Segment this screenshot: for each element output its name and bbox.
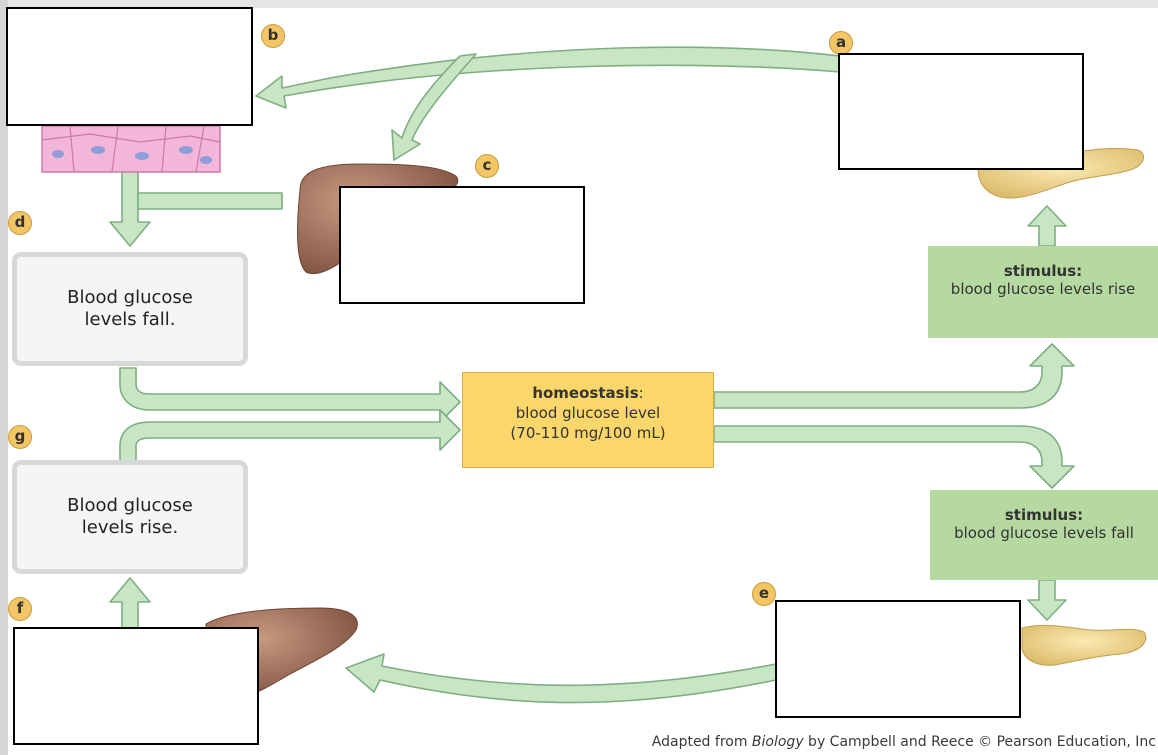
homeostasis-line2: (70-110 mg/100 mL) xyxy=(510,424,666,442)
stimulus-fall-text: blood glucose levels fall xyxy=(954,524,1134,542)
blank-answer-box-b xyxy=(6,7,253,126)
arrow-stimulus-to-pancreas-top xyxy=(1027,205,1067,247)
source-credit: Adapted from Biology by Campbell and Ree… xyxy=(500,734,1156,750)
pancreas-illustration-bottom xyxy=(1021,624,1147,666)
label-d: d xyxy=(8,211,32,235)
label-e: e xyxy=(752,582,776,606)
label-g: g xyxy=(8,425,32,449)
box-blood-glucose-rise: Blood glucose levels rise. xyxy=(12,460,248,574)
credit-book: Biology xyxy=(751,734,804,750)
stimulus-rise-text: blood glucose levels rise xyxy=(950,280,1136,298)
homeostasis-colon: : xyxy=(638,384,644,402)
arrow-stimulus-to-pancreas-bottom xyxy=(1027,579,1067,621)
blank-answer-box-c xyxy=(339,186,585,304)
credit-suffix: by Campbell and Reece © Pearson Educatio… xyxy=(803,734,1156,750)
label-b: b xyxy=(261,24,285,48)
blank-answer-box-e xyxy=(775,600,1021,718)
box-blood-glucose-fall: Blood glucose levels fall. xyxy=(12,252,248,366)
label-a: a xyxy=(829,31,853,55)
arrow-liver-join xyxy=(137,192,283,210)
stimulus-rise-box: stimulus: blood glucose levels rise xyxy=(928,246,1158,338)
blank-answer-box-a xyxy=(838,53,1084,170)
arrow-tissue-down xyxy=(109,169,151,247)
homeostasis-line1: blood glucose level xyxy=(515,404,661,422)
arrow-fall-to-homeostasis xyxy=(119,367,461,423)
arrow-glucagon-to-liver xyxy=(345,653,777,704)
credit-prefix: Adapted from xyxy=(651,734,752,750)
label-c: c xyxy=(475,154,499,178)
stimulus-rise-title: stimulus: xyxy=(1003,262,1083,280)
arrow-liver-up xyxy=(109,577,151,629)
arrow-insulin-to-liver xyxy=(391,53,477,161)
homeostasis-box: homeostasis: blood glucose level (70-110… xyxy=(462,372,714,468)
arrow-homeostasis-to-stimulus-fall xyxy=(713,425,1075,489)
top-border xyxy=(0,0,1158,8)
left-border xyxy=(0,0,8,755)
stimulus-fall-box: stimulus: blood glucose levels fall xyxy=(930,490,1158,580)
arrow-insulin-to-cells xyxy=(255,46,841,109)
box-fall-text: Blood glucose levels fall. xyxy=(67,287,193,330)
homeostasis-title: homeostasis xyxy=(532,384,639,402)
box-rise-text: Blood glucose levels rise. xyxy=(67,495,193,538)
blank-answer-box-f xyxy=(13,627,259,745)
arrow-homeostasis-to-stimulus-rise xyxy=(713,343,1075,409)
label-f: f xyxy=(8,597,32,621)
stimulus-fall-title: stimulus: xyxy=(1004,506,1084,524)
arrow-rise-to-homeostasis xyxy=(119,409,461,463)
body-cells-illustration xyxy=(41,125,221,173)
